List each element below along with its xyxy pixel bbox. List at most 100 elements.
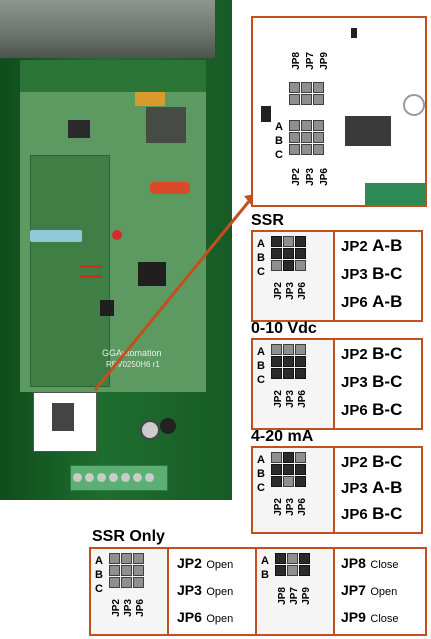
jumper-label: JP3: [285, 282, 296, 300]
led-leads: [80, 275, 102, 278]
row-letter-c: C: [257, 266, 265, 278]
jumper-label: JP7: [305, 52, 316, 70]
jumper-label: JP2: [273, 390, 284, 408]
red-led: [112, 230, 122, 240]
setting-row: JP2 B-C: [341, 344, 402, 364]
setting-jp: JP3: [341, 374, 368, 391]
wire-bundle: [135, 92, 165, 106]
capacitor: [140, 420, 160, 440]
setting-row: JP9 Close: [341, 609, 399, 627]
display-pocket: [30, 155, 110, 387]
jumper-block: [52, 403, 74, 431]
row-letter-c: C: [275, 149, 283, 161]
enclosure-rim: [20, 60, 206, 92]
row-letter-a: A: [257, 454, 265, 466]
setting-jp: JP6: [341, 506, 368, 523]
setting-row: JP6 A-B: [341, 292, 402, 312]
jumper-label: JP2: [273, 498, 284, 516]
component: [351, 28, 357, 38]
config-title-4-20ma: 4-20 mA: [251, 428, 314, 445]
setting-row: JP6 Open: [177, 609, 233, 627]
capacitor: [150, 182, 190, 194]
board-edge: [365, 183, 425, 205]
jumper-label: JP3: [305, 168, 316, 186]
jumper-label: JP2: [273, 282, 284, 300]
jumper-pins: [271, 344, 306, 379]
row-letter-b: B: [257, 468, 265, 480]
jumper-pins: [271, 452, 306, 487]
setting-row: JP2 B-C: [341, 452, 402, 472]
jumper-label: JP3: [285, 390, 296, 408]
jumper-diagram: A B JP8 JP7 JP9: [255, 549, 335, 634]
row-letter-b: B: [95, 569, 103, 581]
row-letter-a: A: [257, 346, 265, 358]
setting-row: JP6 B-C: [341, 504, 402, 524]
row-letter-a: A: [95, 555, 103, 567]
setting-jp: JP9: [341, 609, 366, 625]
setting-row: JP8 Close: [341, 555, 399, 573]
setting-row: JP3 Open: [177, 582, 233, 600]
row-letter-a: A: [261, 555, 269, 567]
row-letter-a: A: [275, 121, 283, 133]
controller-photo: GGAutomation REV0250H6 r1: [0, 0, 232, 500]
jumper-label: JP6: [297, 390, 308, 408]
setting-row: JP6 B-C: [341, 400, 402, 420]
ssr-only-table: A B C JP2 JP3 JP6 JP2 Open JP3 Open JP6 …: [89, 547, 427, 636]
ic-chip: [100, 300, 114, 316]
row-letter-b: B: [257, 360, 265, 372]
setting-jp: JP3: [341, 480, 368, 497]
setting-row: JP3 B-C: [341, 372, 402, 392]
setting-row: JP7 Open: [341, 582, 397, 600]
setting-value: A-B: [372, 236, 403, 255]
setting-value: B-C: [372, 400, 403, 419]
setting-jp: JP6: [341, 402, 368, 419]
ic-chip: [138, 262, 166, 286]
component: [261, 106, 271, 122]
jumper-label: JP9: [319, 52, 330, 70]
row-letter-c: C: [95, 583, 103, 595]
mount-hole: [403, 94, 425, 116]
row-letter-c: C: [257, 482, 265, 494]
setting-jp: JP7: [341, 582, 366, 598]
setting-value: B-C: [372, 344, 403, 363]
jumper-label: JP8: [291, 52, 302, 70]
setting-jp: JP2: [177, 555, 202, 571]
setting-jp: JP3: [177, 582, 202, 598]
jumper-diagram: A B C JP2 JP3 JP6: [91, 549, 169, 634]
config-card-0-10vdc: A B C JP2 JP3 JP6 JP2 B-C JP3 B-C JP6 B-…: [251, 338, 423, 430]
setting-state: Open: [206, 559, 234, 571]
setting-value: B-C: [372, 372, 403, 391]
capacitor: [160, 418, 176, 434]
row-letter-b: B: [275, 135, 283, 147]
jumper-label: JP6: [135, 599, 146, 617]
jumper-label: JP2: [291, 168, 302, 186]
setting-jp: JP3: [341, 266, 368, 283]
config-title-ssr: SSR: [251, 212, 284, 229]
board-brand-text: GGAutomation: [102, 348, 162, 358]
config-card-4-20ma: A B C JP2 JP3 JP6 JP2 B-C JP3 A-B JP6 B-…: [251, 446, 423, 534]
ssr-only-title: SSR Only: [92, 528, 165, 545]
light-pipe: [30, 230, 82, 242]
enclosure-lid: [0, 0, 215, 58]
jumper-area-inset: [33, 392, 97, 452]
jumper-label: JP3: [123, 599, 134, 617]
jumper-zoom-panel: JP8 JP7 JP9 A B C JP2 JP3 JP6: [251, 16, 427, 207]
setting-row: JP3 B-C: [341, 264, 402, 284]
setting-row: JP2 Open: [177, 555, 233, 573]
setting-row: JP2 A-B: [341, 236, 402, 256]
row-letter-c: C: [257, 374, 265, 386]
setting-value: A-B: [372, 292, 403, 311]
setting-state: Open: [206, 613, 234, 625]
jumper-diagram: A B C JP2 JP3 JP6: [253, 448, 335, 532]
jumper-label: JP6: [319, 168, 330, 186]
jumper-pins: [271, 236, 306, 271]
setting-jp: JP2: [341, 238, 368, 255]
config-title-0-10vdc: 0-10 Vdc: [251, 320, 317, 337]
jumper-label: JP9: [301, 587, 312, 605]
setting-value: B-C: [372, 264, 403, 283]
jumper-label: JP3: [285, 498, 296, 516]
config-card-ssr: A B C JP2 JP3 JP6 JP2 A-B JP3 B-C JP6 A-…: [251, 230, 423, 322]
jumper-label: JP6: [297, 498, 308, 516]
setting-jp: JP6: [341, 294, 368, 311]
top-jumper-pins: [289, 82, 324, 105]
